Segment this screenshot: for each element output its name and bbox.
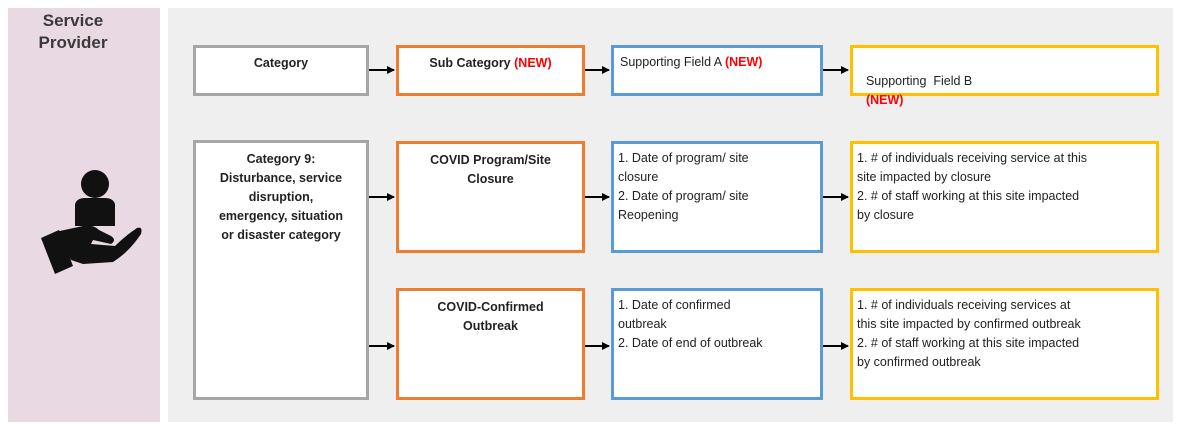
sub-category-line: Closure xyxy=(467,172,514,186)
new-tag: (NEW) xyxy=(514,56,552,70)
field-b-line: by closure xyxy=(857,208,914,222)
field-b-line: 1. # of individuals receiving services a… xyxy=(857,298,1071,312)
category-9-line: disruption, xyxy=(248,190,314,204)
sub-category-box: Sub Category (NEW) xyxy=(396,45,585,96)
field-b-label: Supporting Field B xyxy=(865,74,973,88)
covid-outbreak-box: COVID-Confirmed Outbreak xyxy=(396,288,585,400)
category-box: Category xyxy=(193,45,369,96)
outbreak-field-b-box: 1. # of individuals receiving services a… xyxy=(850,288,1159,400)
field-b-line: 2. # of staff working at this site impac… xyxy=(857,336,1080,350)
new-tag: (NEW) xyxy=(865,93,904,107)
field-b-line: 2. # of staff working at this site impac… xyxy=(857,189,1080,203)
covid-closure-box: COVID Program/Site Closure xyxy=(396,141,585,253)
field-b-line: 1. # of individuals receiving service at… xyxy=(857,151,1087,165)
sub-category-line: COVID-Confirmed xyxy=(437,300,544,314)
lane-title: Service Provider xyxy=(8,10,138,54)
lane-title-line1: Service xyxy=(42,11,104,30)
lane-title-line2: Provider xyxy=(38,33,108,52)
service-provider-lane: Service Provider xyxy=(8,8,160,422)
field-b-line: by confirmed outbreak xyxy=(857,355,981,369)
field-a-line: 2. Date of end of outbreak xyxy=(618,336,763,350)
field-b-line: site impacted by closure xyxy=(857,170,992,184)
field-a-line: 1. Date of confirmed xyxy=(618,298,731,312)
field-a-line: 1. Date of program/ site xyxy=(618,151,749,165)
category-9-box: Category 9: Disturbance, service disrupt… xyxy=(193,140,369,400)
new-tag: (NEW) xyxy=(724,55,763,69)
sub-category-line: Outbreak xyxy=(463,319,518,333)
closure-field-b-box: 1. # of individuals receiving service at… xyxy=(850,141,1159,253)
field-a-line: closure xyxy=(618,170,659,184)
supporting-field-b-box: Supporting Field B (NEW) xyxy=(850,45,1159,107)
field-b-line: this site impacted by confirmed outbreak xyxy=(857,317,1081,331)
supporting-field-a-box: Supporting Field A (NEW) xyxy=(611,45,823,96)
outbreak-field-a-box: 1. Date of confirmed outbreak 2. Date of… xyxy=(611,288,823,400)
category-9-line: Disturbance, service xyxy=(219,171,343,185)
category-9-line: Category 9: xyxy=(246,152,316,166)
category-9-line: or disaster category xyxy=(221,228,341,242)
person-in-hand-icon xyxy=(33,166,143,281)
closure-field-a-box: 1. Date of program/ site closure 2. Date… xyxy=(611,141,823,253)
field-a-line: outbreak xyxy=(618,317,667,331)
field-a-line: Reopening xyxy=(618,208,679,222)
category-label: Category xyxy=(253,56,309,70)
sub-category-line: COVID Program/Site xyxy=(430,153,551,167)
category-9-line: emergency, situation xyxy=(218,209,344,223)
field-a-label: Supporting Field A xyxy=(620,55,722,69)
sub-category-label: Sub Category xyxy=(429,56,511,70)
field-a-line: 2. Date of program/ site xyxy=(618,189,749,203)
